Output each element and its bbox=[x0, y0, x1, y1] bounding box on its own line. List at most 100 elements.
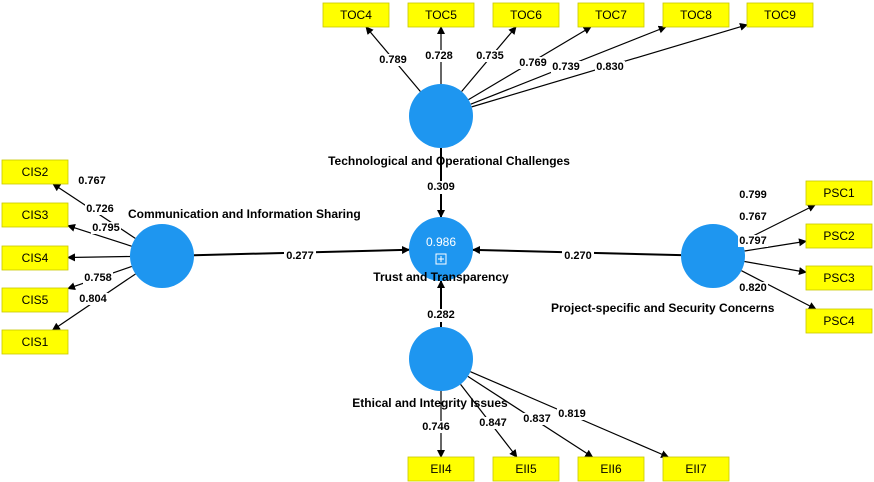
loading-bg bbox=[557, 408, 587, 420]
indicator-box bbox=[805, 223, 873, 249]
outer-loading: 0.739 bbox=[552, 61, 580, 73]
loading-bg bbox=[522, 413, 552, 425]
indicator-box bbox=[662, 456, 730, 482]
indicator-box bbox=[1, 287, 69, 313]
outer-loading: 0.804 bbox=[79, 293, 107, 305]
indicator-label: PSC4 bbox=[823, 314, 855, 328]
loading-bg bbox=[378, 54, 408, 66]
loading-bg bbox=[91, 222, 121, 234]
indicator-label: PSC3 bbox=[823, 271, 855, 285]
outer-loading: 0.795 bbox=[92, 222, 120, 234]
path-coefficient-eii-tt: 0.282 bbox=[427, 309, 455, 321]
path-coef-bg bbox=[425, 309, 457, 322]
indicator-box bbox=[1, 159, 69, 185]
outer-loading: 0.746 bbox=[422, 421, 450, 433]
loading-arrow bbox=[744, 238, 807, 252]
outer-loading: 0.758 bbox=[84, 272, 112, 284]
loading-bg bbox=[595, 61, 625, 73]
outer-loading: 0.820 bbox=[739, 282, 767, 294]
outer-loading: 0.837 bbox=[523, 413, 551, 425]
indicator-label: CIS5 bbox=[22, 293, 49, 307]
indicator-label: TOC9 bbox=[764, 8, 796, 22]
loading-bg bbox=[551, 61, 581, 73]
indicator-label: TOC6 bbox=[510, 8, 542, 22]
indicator-label: EII5 bbox=[515, 462, 537, 476]
indicator-label: CIS2 bbox=[22, 165, 49, 179]
outer-loading: 0.797 bbox=[739, 235, 767, 247]
outer-loading: 0.726 bbox=[86, 203, 114, 215]
outer-loading: 0.767 bbox=[739, 211, 767, 223]
path-coefficient-cis-tt: 0.277 bbox=[286, 250, 314, 262]
loading-bg bbox=[738, 189, 768, 201]
loading-bg bbox=[77, 175, 107, 187]
r-squared-value: 0.986 bbox=[426, 235, 456, 249]
indicator-label: PSC1 bbox=[823, 186, 855, 200]
indicator-label: EII7 bbox=[685, 462, 707, 476]
loading-bg bbox=[85, 203, 115, 215]
loading-arrow bbox=[741, 270, 817, 310]
indicator-label: EII4 bbox=[430, 462, 452, 476]
indicator-box bbox=[1, 329, 69, 355]
indicator-box bbox=[805, 265, 873, 291]
path-coef-bg bbox=[425, 181, 457, 194]
path-coefficient-toc-tt: 0.309 bbox=[427, 181, 455, 193]
loading-bg bbox=[421, 421, 451, 433]
construct-circle-tt bbox=[409, 217, 473, 281]
construct-name-cis: Communication and Information Sharing bbox=[128, 207, 361, 221]
outer-loading: 0.830 bbox=[596, 61, 624, 73]
path-coef-bg bbox=[562, 250, 594, 263]
construct-circle-psc bbox=[681, 224, 745, 288]
loading-bg bbox=[518, 57, 548, 69]
loading-bg bbox=[478, 417, 508, 429]
indicator-label: PSC2 bbox=[823, 229, 855, 243]
loading-arrow bbox=[67, 223, 132, 247]
loading-bg bbox=[83, 272, 113, 284]
outer-loading: 0.789 bbox=[379, 54, 407, 66]
loading-bg bbox=[738, 282, 768, 294]
outer-loading: 0.769 bbox=[519, 57, 547, 69]
loading-bg bbox=[78, 293, 108, 305]
outer-loading: 0.799 bbox=[739, 189, 767, 201]
construct-circle-toc bbox=[409, 84, 473, 148]
indicator-box bbox=[322, 2, 390, 28]
plus-square-icon bbox=[435, 253, 447, 265]
construct-name-eii: Ethical and Integrity Issues bbox=[352, 396, 508, 410]
construct-name-tt: Trust and Transparency bbox=[373, 270, 509, 284]
outer-loading: 0.767 bbox=[78, 175, 106, 187]
construct-circle-eii bbox=[409, 327, 473, 391]
indicator-box bbox=[805, 180, 873, 206]
loading-bg bbox=[475, 50, 505, 62]
indicator-label: EII6 bbox=[600, 462, 622, 476]
indicator-label: TOC8 bbox=[680, 8, 712, 22]
outer-loading: 0.847 bbox=[479, 417, 507, 429]
indicator-box bbox=[577, 2, 645, 28]
outer-loading: 0.735 bbox=[476, 50, 504, 62]
indicator-box bbox=[577, 456, 645, 482]
indicator-label: CIS4 bbox=[22, 251, 49, 265]
indicator-box bbox=[492, 456, 560, 482]
indicator-box bbox=[1, 202, 69, 228]
indicator-label: TOC7 bbox=[595, 8, 627, 22]
construct-circle-cis bbox=[130, 224, 194, 288]
construct-name-psc: Project-specific and Security Concerns bbox=[551, 301, 775, 315]
loading-bg bbox=[738, 235, 768, 247]
indicator-box bbox=[407, 2, 475, 28]
indicator-box bbox=[407, 456, 475, 482]
outer-loading: 0.728 bbox=[425, 50, 453, 62]
indicator-box bbox=[662, 2, 730, 28]
indicator-label: TOC5 bbox=[425, 8, 457, 22]
loading-arrow bbox=[67, 253, 131, 262]
indicator-label: CIS1 bbox=[22, 335, 49, 349]
construct-name-toc: Technological and Operational Challenges bbox=[328, 154, 570, 168]
indicator-box bbox=[492, 2, 560, 28]
loading-bg bbox=[738, 211, 768, 223]
path-coef-bg bbox=[284, 250, 316, 263]
indicator-box bbox=[746, 2, 814, 28]
indicator-box bbox=[1, 245, 69, 271]
outer-loading: 0.819 bbox=[558, 408, 586, 420]
loading-arrow bbox=[744, 260, 807, 275]
indicator-box bbox=[805, 308, 873, 334]
path-coefficient-psc-tt: 0.270 bbox=[564, 250, 592, 262]
